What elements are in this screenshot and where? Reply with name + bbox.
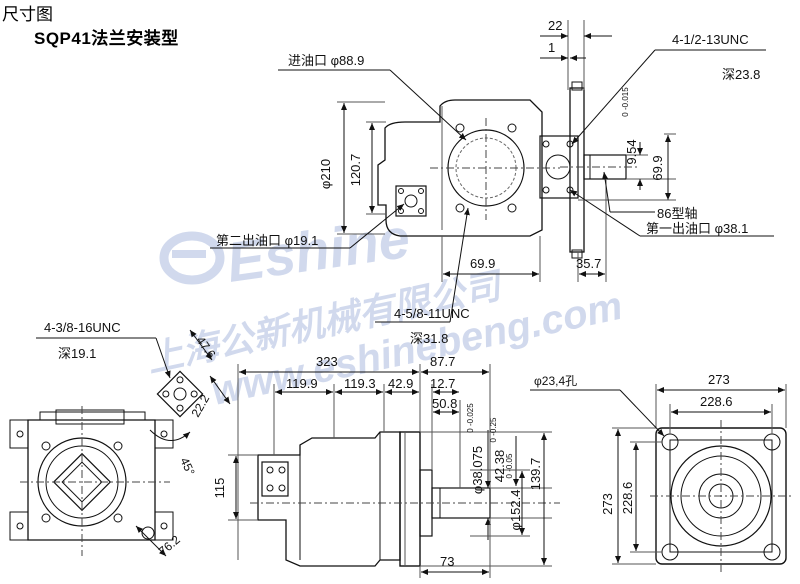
square-port: [52, 452, 112, 512]
outlet2-label: 第二出油口 φ19.1: [216, 233, 318, 248]
port-block-rotated: [156, 370, 204, 418]
outlet1-label: 第一出油口 φ38.1: [646, 221, 748, 236]
dim-12-7: 12.7: [430, 376, 455, 391]
side-view-body: [257, 431, 401, 567]
dim-phi38-075-tolerance: 0 -0.025: [466, 403, 475, 433]
dim-228-6-vertical: 228.6: [620, 482, 635, 515]
left-depth-label: 深19.1: [58, 346, 96, 361]
dim-139-7: 139.7: [528, 458, 543, 491]
right-view: [530, 384, 792, 572]
angle-45: 45°: [177, 455, 197, 478]
dim-phi152-4-tolerance: 0 -0.05: [505, 453, 514, 478]
dim-phi210: φ210: [318, 159, 333, 189]
dim-73: 73: [440, 554, 454, 569]
dim-1: 1: [548, 40, 555, 55]
shaft-label: 86型轴: [657, 206, 697, 221]
thread-b-label: 4-5/8-11UNC: [394, 306, 470, 321]
dim-323: 323: [316, 354, 338, 369]
top-view: [210, 20, 774, 323]
inlet-label: 进油口 φ88.9: [288, 53, 364, 68]
dim-69-9-vertical: 69.9: [650, 155, 665, 180]
dim-119-9: 119.9: [286, 376, 318, 391]
hole-label: φ23,4孔: [534, 374, 577, 388]
dim-120-7: 120.7: [348, 154, 363, 187]
side-view: [228, 364, 560, 578]
thread-a-label: 4-1/2-13UNC: [672, 32, 749, 47]
page-title: 尺寸图: [2, 5, 53, 24]
dim-115: 115: [212, 478, 227, 499]
thread-b-depth-label: 深31.8: [410, 331, 448, 346]
thread-a-depth-label: 深23.8: [722, 67, 760, 82]
dim-42-38-tolerance: 0 -0.25: [489, 417, 498, 442]
outlet2-block: [395, 185, 427, 217]
eshine-logo-icon: [159, 231, 225, 285]
dim-9-54-tolerance: 0 -0.015: [621, 87, 630, 117]
dim-50-8: 50.8: [432, 396, 457, 411]
bolt-hole-br: [763, 543, 781, 561]
dim-119-3: 119.3: [344, 376, 376, 391]
dim-42-38: 42.38: [492, 450, 507, 483]
dim-22: 22: [548, 18, 562, 33]
dim-42-9: 42.9: [388, 376, 413, 391]
left-thread-label: 4-3/8-16UNC: [44, 320, 121, 335]
pump-body-top: [377, 99, 543, 237]
mount-flange-top: [569, 87, 585, 253]
left-view: [9, 329, 231, 557]
dim-273-vertical: 273: [600, 493, 615, 515]
dim-228-6-horizontal: 228.6: [700, 394, 733, 409]
dim-273-horizontal: 273: [708, 372, 730, 387]
mount-flange-side: [399, 431, 421, 567]
dim-9-54: 9.54: [624, 139, 639, 164]
dim-35-7: 35.7: [576, 256, 601, 271]
dim-76-2: 76.2: [156, 532, 183, 558]
dim-69-9-horizontal: 69.9: [470, 256, 495, 271]
dim-phi38-075: φ38.075: [470, 446, 485, 494]
dim-87-7: 87.7: [430, 354, 455, 369]
model-subtitle: SQP41法兰安装型: [34, 29, 179, 48]
dim-phi152-4: φ152.4: [508, 490, 523, 531]
